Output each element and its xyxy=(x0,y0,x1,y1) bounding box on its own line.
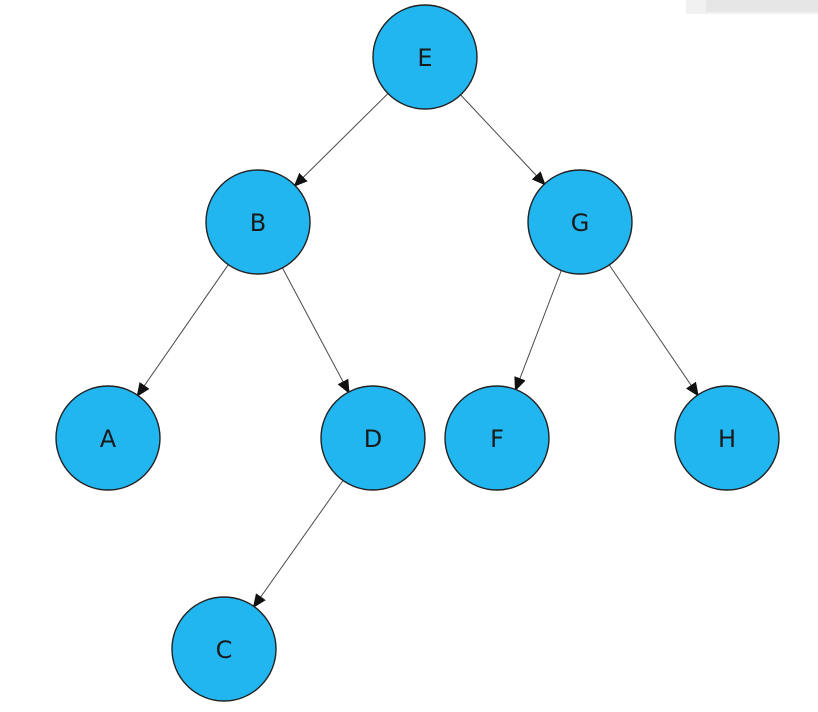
tree-node-g: G xyxy=(527,169,633,275)
node-label: A xyxy=(100,425,117,453)
edge-g-h xyxy=(608,264,699,397)
tree-node-c: C xyxy=(171,596,277,702)
edge-e-b xyxy=(293,93,389,187)
tree-nodes: E B G A D F H C xyxy=(55,4,780,702)
tree-node-d: D xyxy=(320,385,426,491)
node-label: C xyxy=(216,636,233,664)
edge-e-g xyxy=(460,94,546,186)
node-circle xyxy=(171,596,277,702)
node-circle xyxy=(527,169,633,275)
node-label: E xyxy=(417,44,432,72)
tree-node-b: B xyxy=(205,169,311,275)
window-corner-bar-inner xyxy=(706,0,818,12)
node-circle xyxy=(205,169,311,275)
tree-edges xyxy=(136,93,699,609)
node-label: H xyxy=(718,425,736,453)
edge-b-d xyxy=(281,267,350,394)
edge-b-a xyxy=(136,264,229,397)
node-label: D xyxy=(364,425,382,453)
node-label: F xyxy=(490,425,504,453)
tree-node-a: A xyxy=(55,385,161,491)
node-circle xyxy=(372,4,478,110)
tree-node-f: F xyxy=(444,385,550,491)
tree-node-h: H xyxy=(674,385,780,491)
node-label: G xyxy=(571,209,590,237)
node-circle xyxy=(444,385,550,491)
node-circle xyxy=(55,385,161,491)
node-circle xyxy=(320,385,426,491)
tree-node-e: E xyxy=(372,4,478,110)
node-label: B xyxy=(250,209,266,237)
edge-g-f xyxy=(514,270,562,392)
node-circle xyxy=(674,385,780,491)
edge-d-c xyxy=(252,480,344,609)
